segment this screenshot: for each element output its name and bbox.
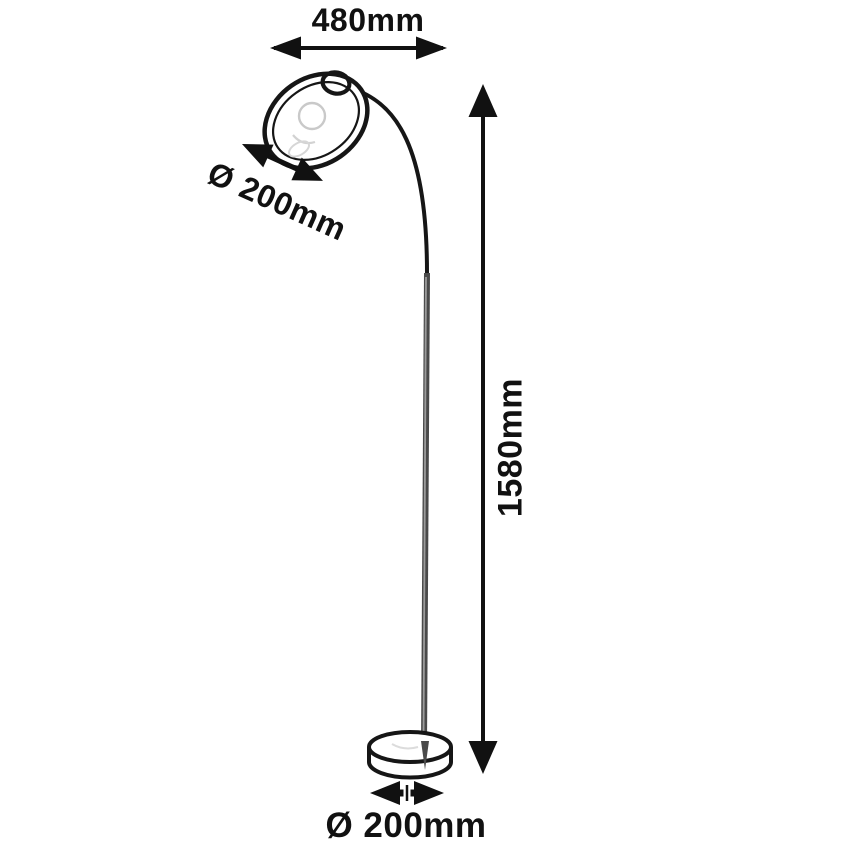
height-label: 1580mm	[491, 377, 530, 518]
shade-hinge-loop	[320, 70, 352, 96]
lamp-base	[367, 730, 453, 780]
base-diameter-arrow	[370, 780, 444, 806]
arc-stem	[348, 86, 429, 275]
width-dimension-arrow	[270, 36, 447, 60]
bulb-sketch	[288, 101, 327, 158]
pole-base-joint	[421, 741, 429, 770]
shade-diameter-arrow	[242, 144, 323, 181]
base-diameter-label: Ø 200mm	[325, 806, 487, 845]
pole	[421, 272, 430, 747]
height-dimension-arrow	[468, 84, 498, 774]
arc-width-label: 480mm	[311, 2, 425, 38]
lamp-shade	[262, 71, 370, 171]
shade-inner-rim	[271, 81, 361, 161]
base-sketch-mark	[391, 743, 419, 750]
